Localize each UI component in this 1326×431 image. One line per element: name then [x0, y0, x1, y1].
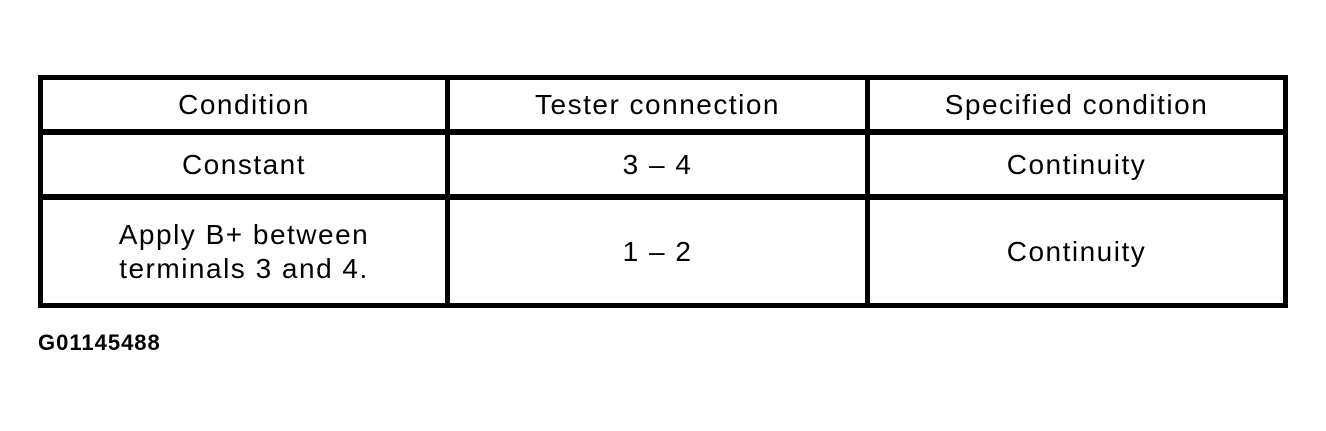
cell-row2-condition: Apply B+ between terminals 3 and 4. [43, 200, 450, 303]
cell-row2-tester-connection: 1 – 2 [450, 200, 870, 303]
figure-id: G01145488 [38, 330, 161, 355]
header-tester-connection: Tester connection [450, 80, 870, 135]
header-specified-condition: Specified condition [870, 80, 1283, 135]
cell-row2-specified-condition: Continuity [870, 200, 1283, 303]
header-condition: Condition [43, 80, 450, 135]
continuity-spec-table: Condition Tester connection Specified co… [38, 75, 1288, 308]
cell-row1-specified-condition: Continuity [870, 135, 1283, 200]
cell-row2-condition-text: Apply B+ between terminals 3 and 4. [118, 218, 370, 284]
cell-row1-condition: Constant [43, 135, 450, 200]
cell-row1-tester-connection: 3 – 4 [450, 135, 870, 200]
